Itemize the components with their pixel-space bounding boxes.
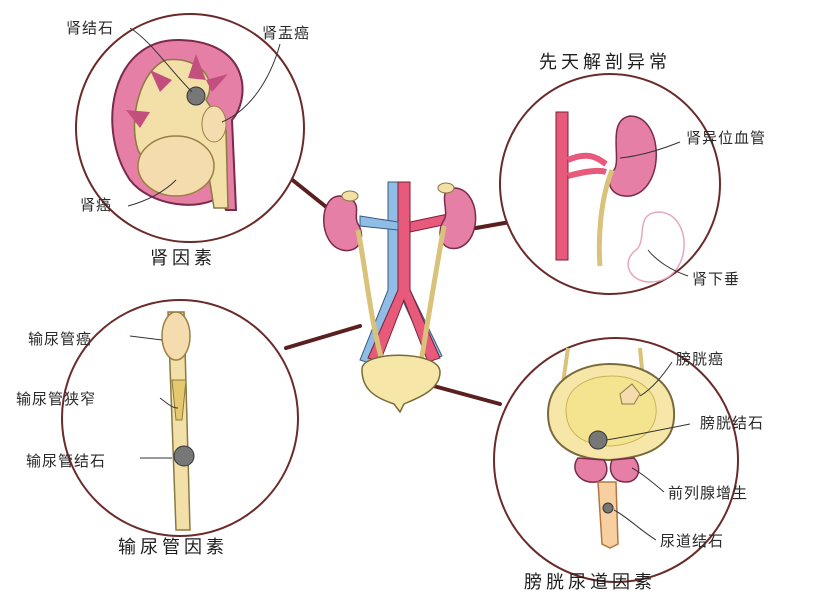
label-bladder-stone: 膀胱结石 [700,414,765,432]
label-prostate-hyperplasia: 前列腺增生 [668,484,749,502]
prostate-right [609,457,640,483]
title-congenital-anomaly: 先天解剖异常 [539,52,671,73]
label-kidney-stone: 肾结石 [66,19,115,37]
connector-congenital [474,220,512,230]
bladder-tumor [619,383,641,405]
ureter-stricture [171,379,187,421]
pelvis-tumor [201,105,227,143]
urethral-stone [602,502,614,514]
kidney-tumor [137,135,215,197]
left-ureter [355,229,387,369]
central-urinary-system [323,181,477,414]
label-bladder-cancer: 膀胱癌 [676,350,725,368]
left-kidney [323,195,363,252]
right-kidney [439,187,477,250]
connector-lines [284,176,512,406]
connector-kidney [288,176,332,212]
label-kidney-cancer: 肾癌 [80,196,113,214]
ureter-stone [173,445,195,467]
bladder-panel [493,337,739,583]
label-renal-pelvis-cancer: 肾盂癌 [262,24,311,42]
bladder-stone [588,430,608,450]
label-ureter-stone: 输尿管结石 [26,452,107,470]
kidney-panel [75,13,305,243]
congenital-panel [499,73,721,295]
prostate-left [574,457,608,483]
urethra [597,481,619,549]
right-ureter [417,225,447,369]
ptotic-kidney [627,211,685,283]
ureter-panel [61,299,299,537]
aorta-vessel [555,111,569,261]
bladder [361,354,441,414]
label-ectopic-vessel: 肾异位血管 [686,129,767,147]
aorta [367,181,441,363]
title-ureter-factors: 输尿管因素 [118,537,228,558]
title-kidney-factors: 肾因素 [150,248,216,269]
label-ureter-cancer: 输尿管癌 [28,330,93,348]
connector-bladder [428,383,502,406]
ureter-tumor [161,311,191,361]
label-nephroptosis: 肾下垂 [692,270,741,288]
label-urethral-stone: 尿道结石 [660,532,725,550]
connector-ureter [284,324,362,350]
label-ureter-stricture: 输尿管狭窄 [16,390,97,408]
title-bladder-urethra-factors: 膀胱尿道因素 [524,572,656,593]
